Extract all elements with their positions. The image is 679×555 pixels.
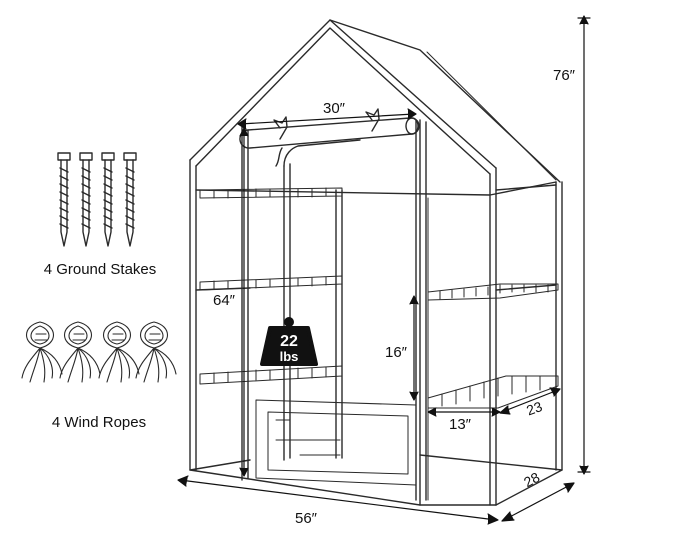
right-shelves: [427, 197, 559, 501]
shelf-depth-label: 13″: [449, 416, 472, 433]
ground-stake-icon: [123, 152, 137, 247]
shelf: [199, 365, 343, 385]
depth-base-label: 28: [521, 469, 542, 491]
greenhouse-frame: [189, 19, 563, 506]
width-base-line: [179, 479, 497, 521]
depth-base-line: [503, 483, 573, 521]
bottom-tray: [255, 399, 417, 486]
height-side-label: 64″: [213, 292, 236, 309]
left-shelves: [199, 187, 417, 486]
wind-rope-icon: [21, 321, 63, 383]
weight-unit: lbs: [280, 349, 299, 364]
width-roll-label: 30″: [323, 100, 346, 117]
wind-rope-icon: [135, 321, 177, 383]
shelf-gap-label: 16″: [385, 344, 408, 361]
wind-ropes-group: [21, 321, 177, 383]
weight-value: 22: [280, 333, 298, 350]
ground-stake-icon: [101, 152, 115, 247]
wind-ropes-label: 4 Wind Ropes: [52, 414, 146, 431]
door-roll: [239, 108, 420, 167]
shelf-width-line: [501, 389, 559, 413]
shelf-width-label: 23: [524, 398, 544, 418]
dimension-lines: [177, 15, 591, 525]
height-total-label: 76″: [553, 67, 576, 84]
wind-rope-icon: [59, 321, 101, 383]
shelf: [199, 187, 343, 199]
wind-rope-icon: [98, 321, 140, 383]
ground-stakes-label: 4 Ground Stakes: [44, 261, 157, 278]
ground-stakes-group: [57, 152, 137, 247]
shelf: [199, 275, 343, 291]
ground-stake-icon: [57, 152, 71, 247]
weight-icon: 22 lbs: [260, 317, 318, 366]
ground-stake-icon: [79, 152, 93, 247]
width-base-label: 56″: [295, 510, 318, 527]
width-roll-line: [239, 113, 415, 125]
